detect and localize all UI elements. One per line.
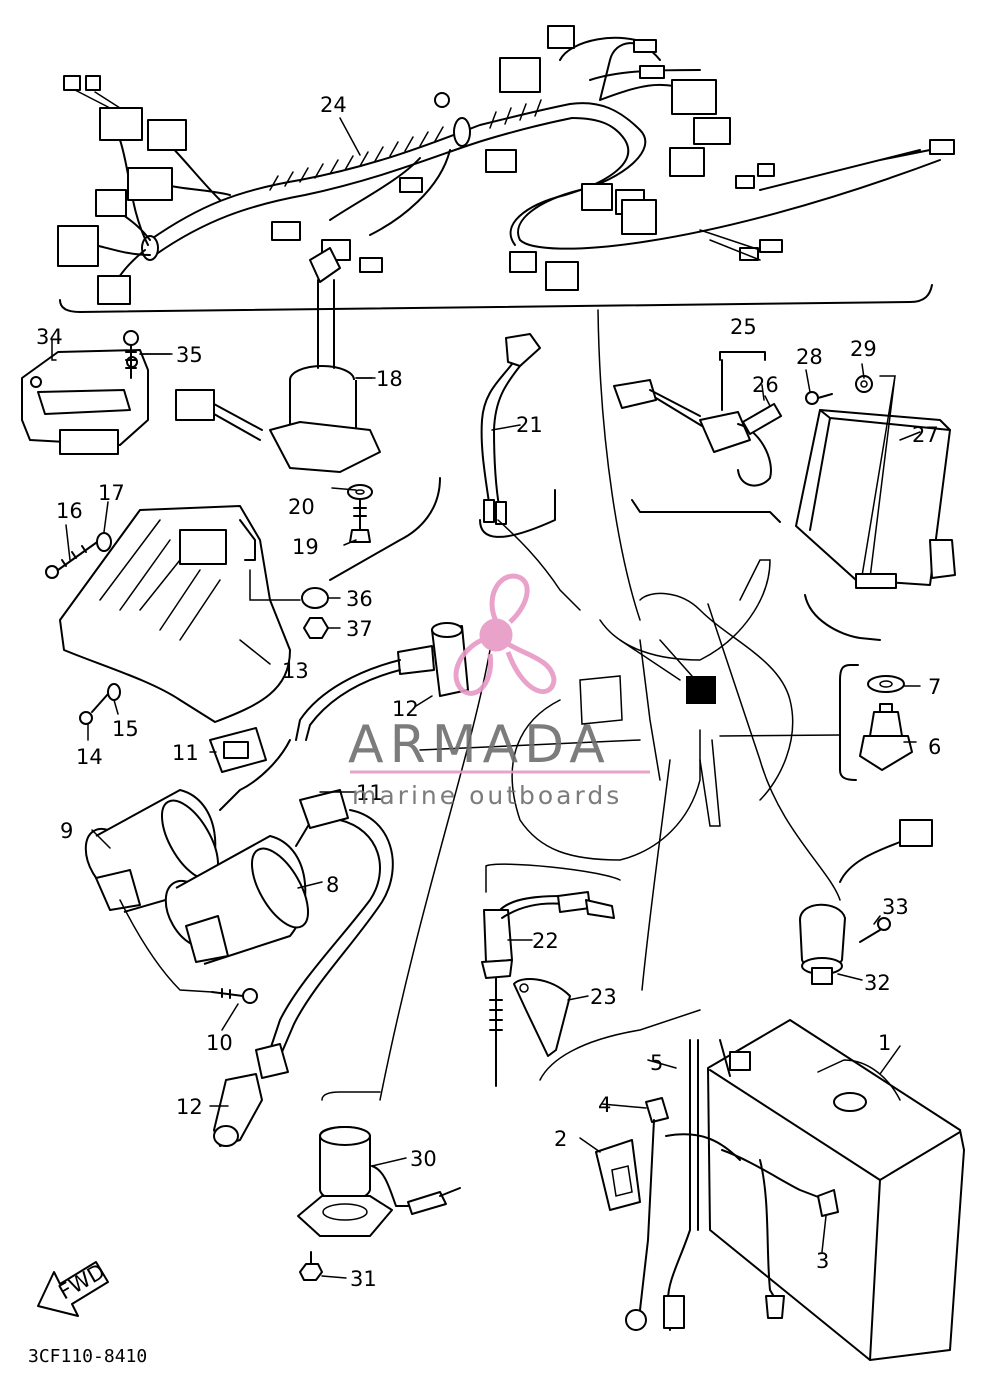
seal-11 xyxy=(209,727,267,773)
callout-14: 14 xyxy=(76,745,103,769)
callout-1: 1 xyxy=(878,1031,891,1055)
cable-4 xyxy=(625,1097,741,1331)
control-unit-27 xyxy=(631,375,956,641)
callout-2: 2 xyxy=(554,1127,567,1151)
sender-22 xyxy=(481,863,621,1087)
drawing-code: 3CF110-8410 xyxy=(28,1346,147,1367)
callout-23: 23 xyxy=(590,985,617,1009)
callout-31: 31 xyxy=(350,1267,377,1291)
switch-6 xyxy=(859,703,913,771)
cable-3 xyxy=(721,1149,839,1319)
callout-25: 25 xyxy=(730,315,757,339)
callout-labels: 1 2 3 4 5 6 7 8 9 10 11 11 12 12 13 14 1… xyxy=(36,93,941,1291)
wire-harness-24 xyxy=(57,25,955,313)
bracket-2 xyxy=(539,1009,701,1211)
ignition-coil-8 xyxy=(164,789,349,965)
damper-36 xyxy=(301,587,329,609)
callout-28: 28 xyxy=(796,345,823,369)
plug-cap-12-upper xyxy=(295,622,469,741)
callout-30: 30 xyxy=(410,1147,437,1171)
sensor-32 xyxy=(799,819,933,985)
callout-4: 4 xyxy=(598,1093,611,1117)
battery-1 xyxy=(707,1019,965,1361)
bracket-23 xyxy=(513,978,571,1057)
callout-19: 19 xyxy=(292,535,319,559)
nut-37 xyxy=(303,617,329,639)
washer-20 xyxy=(347,484,373,500)
breather-hose-5 xyxy=(663,1039,699,1331)
screw-33 xyxy=(859,917,891,943)
bolt-31 xyxy=(299,1251,323,1281)
callout-7: 7 xyxy=(928,675,941,699)
callout-34: 34 xyxy=(36,325,63,349)
callout-22: 22 xyxy=(532,929,559,953)
callout-12-b: 12 xyxy=(176,1095,203,1119)
callout-16: 16 xyxy=(56,499,83,523)
callout-12: 12 xyxy=(392,697,419,721)
plug-cap-12-lower xyxy=(213,809,394,1147)
callout-24: 24 xyxy=(320,93,347,117)
callout-32: 32 xyxy=(864,971,891,995)
callout-17: 17 xyxy=(98,481,125,505)
fuse-holder-25 xyxy=(613,351,772,487)
fwd-arrow-icon: FWD xyxy=(37,1259,109,1317)
callout-6: 6 xyxy=(928,735,941,759)
callout-35: 35 xyxy=(176,343,203,367)
screw-28 xyxy=(805,391,833,405)
propeller-logo-icon xyxy=(453,573,557,696)
fuse-26 xyxy=(741,395,783,436)
callout-9: 9 xyxy=(60,819,73,843)
callout-27: 27 xyxy=(912,423,939,447)
main-switch-18 xyxy=(175,247,381,473)
washer-15 xyxy=(107,683,121,701)
callout-33: 33 xyxy=(882,895,909,919)
bolt-19 xyxy=(349,499,371,543)
leader-lines xyxy=(51,117,921,1279)
bolt-14 xyxy=(79,693,109,725)
callout-11: 11 xyxy=(172,741,199,765)
callout-11-b: 11 xyxy=(356,781,383,805)
callout-5: 5 xyxy=(650,1051,663,1075)
callout-21: 21 xyxy=(516,413,543,437)
starter-relay-30 xyxy=(297,1091,461,1237)
callout-3: 3 xyxy=(816,1249,829,1273)
bolt-16 xyxy=(45,539,101,579)
callout-15: 15 xyxy=(112,717,139,741)
watermark: ARMADA marine outboards xyxy=(348,573,650,810)
watermark-brand: ARMADA xyxy=(348,715,611,775)
callout-26: 26 xyxy=(752,373,779,397)
callout-36: 36 xyxy=(346,587,373,611)
washer-7 xyxy=(867,675,905,693)
callout-13: 13 xyxy=(282,659,309,683)
callout-18: 18 xyxy=(376,367,403,391)
frame-outline xyxy=(379,309,841,1101)
callout-29: 29 xyxy=(850,337,877,361)
callout-20: 20 xyxy=(288,495,315,519)
lead-wire-21 xyxy=(329,333,556,581)
cover-13 xyxy=(59,505,301,723)
bracket-6-7 xyxy=(839,664,859,781)
callout-37: 37 xyxy=(346,617,373,641)
watermark-tagline: marine outboards xyxy=(352,781,622,810)
callout-10: 10 xyxy=(206,1031,233,1055)
relay-unit-34 xyxy=(21,349,149,455)
bolt-10 xyxy=(119,899,258,1004)
washer-17 xyxy=(96,532,112,552)
callout-8: 8 xyxy=(326,873,339,897)
